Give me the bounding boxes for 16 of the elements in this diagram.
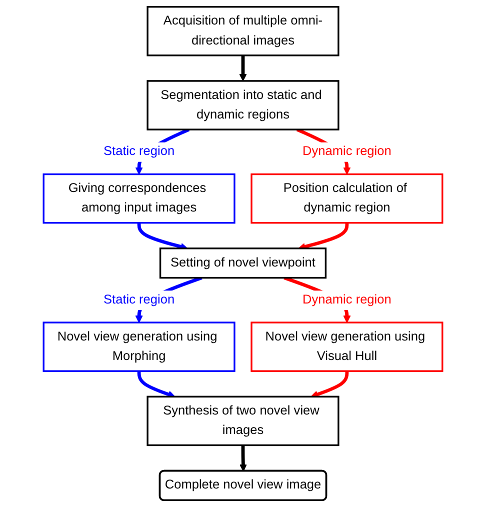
node-box: Segmentation into static and dynamic regions — [146, 80, 340, 130]
node-box: Synthesis of two novel view images — [146, 396, 340, 446]
node-box: Novel view generation using Visual Hull — [250, 322, 444, 372]
node-box: Setting of novel viewpoint — [159, 248, 327, 279]
arrow — [239, 55, 247, 82]
node-box: Novel view generation using Morphing — [42, 322, 236, 372]
node-box: Giving correspondences among input images — [42, 173, 236, 224]
edge-label: Dynamic region — [302, 144, 392, 158]
arrow — [239, 445, 247, 472]
edge-label: Dynamic region — [302, 292, 392, 307]
node-box: Position calculation of dynamic region — [250, 173, 444, 224]
arrow — [298, 222, 349, 250]
node-box: Acquisition of multiple omni-directional images — [146, 6, 340, 56]
edge-label: Static region — [104, 292, 175, 307]
arrow — [137, 222, 188, 250]
edge-label: Static region — [104, 144, 175, 158]
